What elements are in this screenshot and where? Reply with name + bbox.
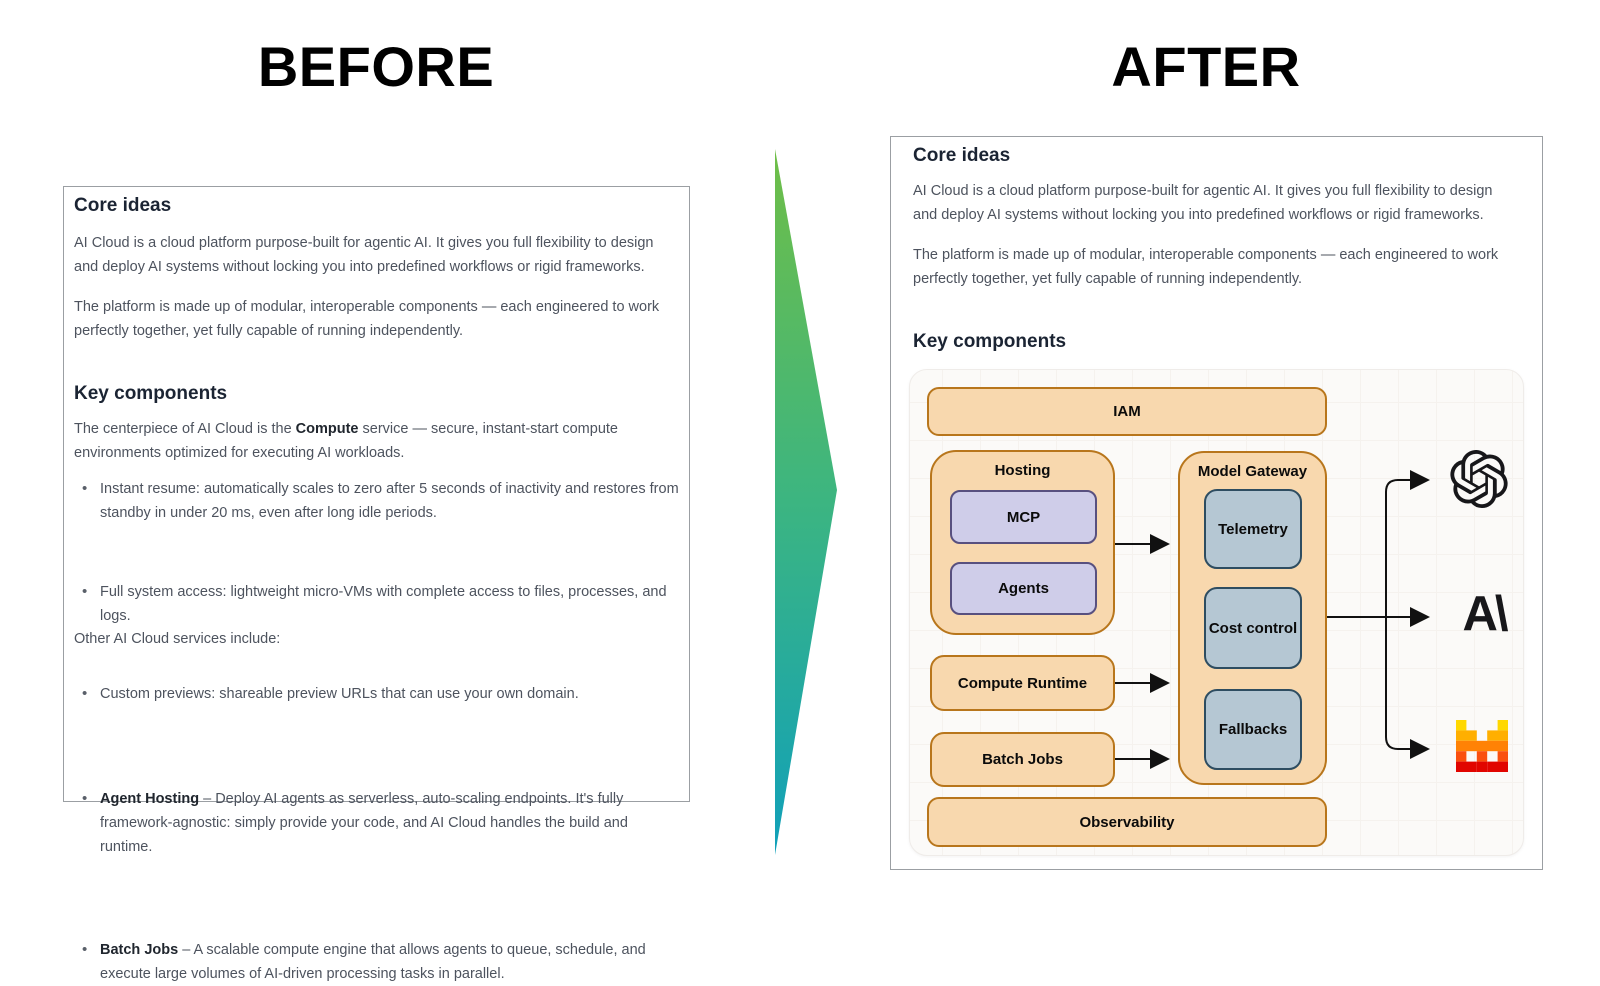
diagram-node-iam: IAM bbox=[927, 387, 1327, 436]
mistral-logo bbox=[1456, 720, 1508, 772]
after-title: AFTER bbox=[1111, 35, 1301, 98]
paragraph-line: Other AI Cloud services include: bbox=[74, 631, 281, 647]
bullet-line: standby in under 20 ms, even after long … bbox=[100, 505, 437, 521]
diagram-node-mcp: MCP bbox=[950, 490, 1097, 544]
diagram-node-observability: Observability bbox=[927, 797, 1327, 847]
bullet-line: runtime. bbox=[100, 839, 153, 855]
intro-text: The centerpiece of AI Cloud is the bbox=[74, 421, 296, 437]
bullet-line: Custom previews: shareable preview URLs … bbox=[100, 686, 579, 702]
intro-paragraph: AI Cloud is a cloud platform purpose-bui… bbox=[913, 179, 1493, 227]
intro-text: service — secure, instant-start compute bbox=[358, 421, 618, 437]
compute-bold-text: Compute bbox=[295, 421, 359, 437]
agent-hosting-bold: Agent Hosting bbox=[100, 791, 200, 807]
architecture-diagram: IAM Hosting MCP Agents Model Gateway Tel… bbox=[909, 369, 1524, 856]
bullet-line: execute large volumes of AI-driven proce… bbox=[100, 966, 505, 982]
hosting-label: Hosting bbox=[994, 462, 1051, 479]
before-title: BEFORE bbox=[257, 35, 495, 98]
paragraph-line: environments optimized for executing AI … bbox=[74, 445, 405, 461]
diagram-node-fallbacks: Fallbacks bbox=[1204, 689, 1302, 770]
model-gateway-label: Model Gateway bbox=[1197, 463, 1308, 480]
paragraph-line: and deploy AI systems without locking yo… bbox=[74, 259, 645, 275]
diagram-node-cost-control: Cost control bbox=[1204, 587, 1302, 669]
key-components-heading: Key components bbox=[913, 331, 1067, 352]
core-ideas-heading: Core ideas bbox=[913, 145, 1011, 166]
bullet-line: Batch Jobs – A scalable compute engine t… bbox=[100, 938, 699, 962]
bullet-batch-jobs: Batch Jobs – A scalable compute engine t… bbox=[74, 938, 699, 986]
paragraph-line: The platform is made up of modular, inte… bbox=[913, 247, 1499, 263]
platform-paragraph: The platform is made up of modular, inte… bbox=[913, 243, 1498, 291]
openai-logo bbox=[1450, 450, 1508, 508]
bullet-line: framework-agnostic: simply provide your … bbox=[100, 815, 628, 831]
paragraph-line: The centerpiece of AI Cloud is the Compu… bbox=[74, 417, 618, 441]
intro-paragraph: AI Cloud is a cloud platform purpose-bui… bbox=[74, 231, 654, 279]
paragraph-line: The platform is made up of modular, inte… bbox=[74, 299, 660, 315]
paragraph-line: perfectly together, yet fully capable of… bbox=[74, 323, 464, 339]
bullet-line: Instant resume: automatically scales to … bbox=[100, 481, 679, 497]
bullet-line: Agent Hosting – Deploy AI agents as serv… bbox=[100, 787, 699, 811]
diagram-node-batch-jobs: Batch Jobs bbox=[930, 732, 1115, 787]
other-services-label: Other AI Cloud services include: bbox=[74, 627, 280, 651]
after-document-card: Core ideas AI Cloud is a cloud platform … bbox=[890, 136, 1543, 870]
key-components-intro: The centerpiece of AI Cloud is the Compu… bbox=[74, 417, 618, 465]
bullet-line: logs. bbox=[100, 608, 131, 624]
core-ideas-heading: Core ideas bbox=[74, 195, 172, 216]
diagram-node-agents: Agents bbox=[950, 562, 1097, 615]
bullet-instant-resume: Instant resume: automatically scales to … bbox=[74, 477, 699, 525]
paragraph-line: AI Cloud is a cloud platform purpose-bui… bbox=[913, 183, 1493, 199]
diagram-node-compute-runtime: Compute Runtime bbox=[930, 655, 1115, 711]
bullet-full-system-access: Full system access: lightweight micro-VM… bbox=[74, 580, 699, 628]
paragraph-line: AI Cloud is a cloud platform purpose-bui… bbox=[74, 235, 654, 251]
bullet-text: – A scalable compute engine that allows … bbox=[178, 942, 646, 958]
paragraph-line: and deploy AI systems without locking yo… bbox=[913, 207, 1484, 223]
before-document-card: Core ideas AI Cloud is a cloud platform … bbox=[63, 186, 690, 982]
bullet-agent-hosting: Agent Hosting – Deploy AI agents as serv… bbox=[74, 787, 699, 859]
anthropic-logo: A\ bbox=[1462, 587, 1509, 641]
bullet-text: – Deploy AI agents as serverless, auto-s… bbox=[199, 791, 624, 807]
bullet-custom-previews: Custom previews: shareable preview URLs … bbox=[74, 682, 699, 706]
bullet-line: Full system access: lightweight micro-VM… bbox=[100, 584, 667, 600]
before-after-arrow-graphic bbox=[775, 149, 837, 855]
diagram-node-telemetry: Telemetry bbox=[1204, 489, 1302, 569]
platform-paragraph: The platform is made up of modular, inte… bbox=[74, 295, 659, 343]
paragraph-line: perfectly together, yet fully capable of… bbox=[913, 271, 1303, 287]
key-components-heading: Key components bbox=[74, 383, 228, 404]
batch-jobs-bold: Batch Jobs bbox=[100, 942, 179, 958]
